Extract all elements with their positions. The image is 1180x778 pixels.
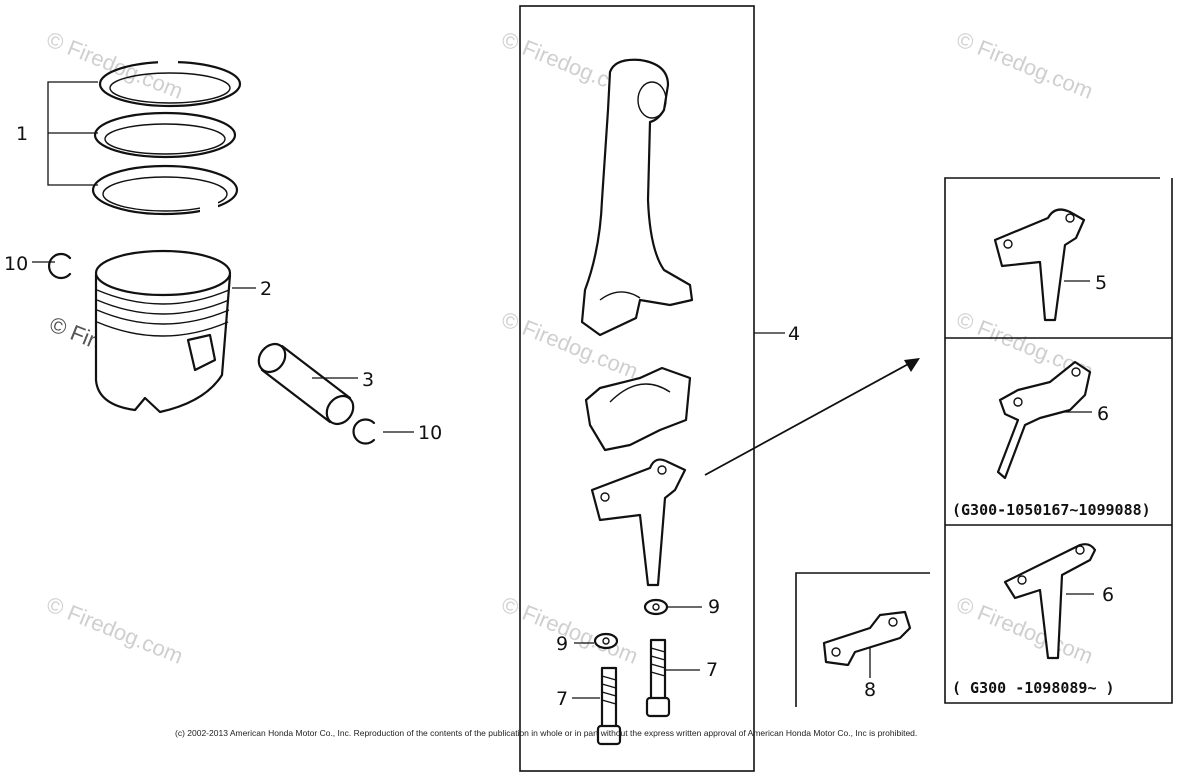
callout-6-late: 6 <box>1102 584 1114 606</box>
callout-10-right: 10 <box>418 422 442 444</box>
rod-bolt-right <box>645 638 700 718</box>
callout-4: 4 <box>788 323 800 345</box>
callout-10-left: 10 <box>4 253 28 275</box>
piston-pin <box>257 342 358 426</box>
connecting-rod <box>580 58 694 337</box>
lock-plate-lower <box>574 632 619 650</box>
dipper-6-early <box>996 360 1092 480</box>
serial-range-late: ( G300 -1098089~ ) <box>952 679 1115 697</box>
callout-8: 8 <box>864 679 876 701</box>
variant-panels <box>944 177 1173 704</box>
lock-plate-upper <box>643 598 702 616</box>
watermark: © Firedog.com <box>953 26 1096 103</box>
rod-cap <box>584 366 692 452</box>
serial-range-early: (G300-1050167~1099088) <box>952 501 1151 519</box>
dipper-6-late <box>1003 543 1097 660</box>
plate-8-panel <box>795 572 930 707</box>
callout-5: 5 <box>1095 272 1107 294</box>
callout-6-early: 6 <box>1097 403 1109 425</box>
watermark: © Firedog.com <box>953 591 1096 668</box>
callout-7-right: 7 <box>706 659 718 681</box>
circlip-right <box>352 418 414 445</box>
rod-bolt-left <box>572 666 622 746</box>
callout-1: 1 <box>16 123 28 145</box>
watermark: © Firedog.com <box>43 591 186 668</box>
copyright-notice: (c) 2002-2013 American Honda Motor Co., … <box>175 728 917 738</box>
circlip-left <box>32 252 72 280</box>
oil-dipper <box>590 458 687 587</box>
variant-arrow <box>704 358 920 476</box>
connecting-rod-frame <box>519 5 755 772</box>
callout-3: 3 <box>362 369 374 391</box>
piston <box>94 249 256 414</box>
callout-9-upper: 9 <box>708 596 720 618</box>
piston-rings <box>47 58 242 216</box>
callout-9-lower: 9 <box>556 633 568 655</box>
callout-7-left: 7 <box>556 688 568 710</box>
callout-2: 2 <box>260 278 272 300</box>
dipper-5 <box>993 208 1090 322</box>
